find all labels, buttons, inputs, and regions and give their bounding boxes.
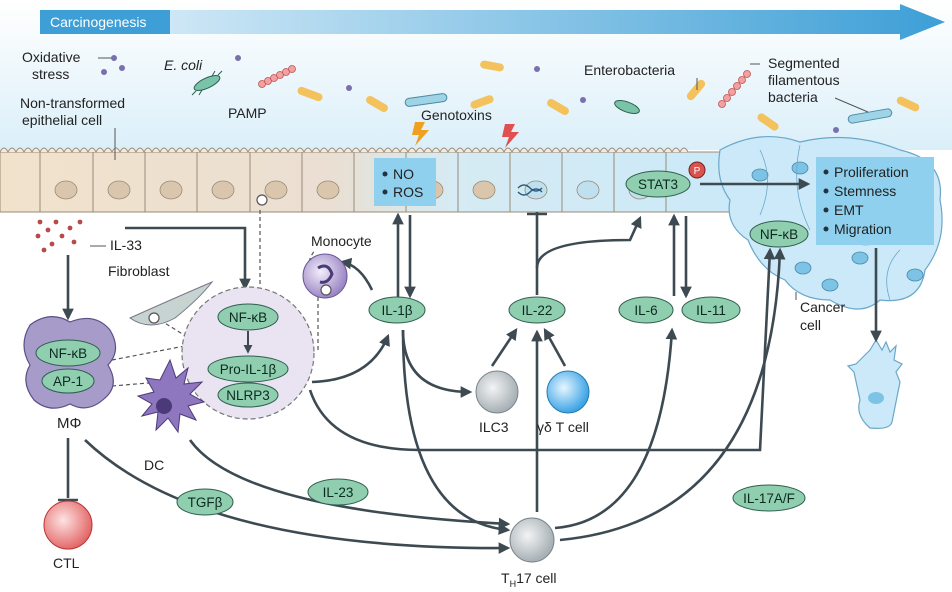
dna-damage-icon [517,184,543,196]
sfb-label: filamentous [768,72,840,88]
nfkb-cancer-node: NF-κB [749,220,809,248]
arrow-inflammasome-to-il1b [311,333,390,384]
arrow-il1b-to-th17 [401,329,511,535]
arrow-il22-to-stat3 [535,215,642,269]
rod-bacterium [297,60,920,131]
nfkb-inflammasome-label: NF-κB [229,310,267,325]
pamp-receptor [256,194,268,206]
genotoxins-label: Genotoxins [421,107,492,123]
outcome-item: EMT [834,202,864,218]
cancer-cell-label: Cancer [800,299,845,315]
il33-vesicles [35,219,83,253]
inflammasome-cell: NF-κB Pro-IL-1β NLRP3 [181,286,315,420]
stat3-label: STAT3 [638,177,678,192]
no-ros-item: NO [393,166,414,182]
cancer-cell-label: cell [800,317,821,333]
arrow-mphi-to-th17 [84,439,511,554]
labels: Oxidative stress E. coli Non-transformed… [20,49,869,589]
cytokine-pills: IL-1β IL-22 IL-6 IL-11 TGFβ IL-23 IL-17A… [176,296,806,516]
tgfb-label: TGFβ [188,495,223,510]
ros-dot [235,55,241,61]
migrating-cancer-cell [846,338,903,429]
non-transformed-label: Non-transformed [20,95,125,111]
ros-dot [101,69,107,75]
migrating-cell-nucleus [868,392,884,404]
il6-label: IL-6 [634,303,657,318]
fibroblast [128,280,214,326]
ilc3-label: ILC3 [479,419,509,435]
outcome-item: Proliferation [834,164,909,180]
il33-label: IL-33 [110,237,142,253]
ctl-cell [43,500,93,550]
enterobacteria-label: Enterobacteria [584,62,675,78]
nlrp3-label: NLRP3 [226,388,270,403]
ros-dot [346,85,352,91]
arrow-th17-to-il6 [554,327,678,530]
dash-mphi-inflammasome [111,344,191,361]
nfkb-mphi-label: NF-κB [49,346,87,361]
il11-label: IL-11 [696,303,726,318]
gd-t-cell-label: γδ T cell [537,419,589,435]
banner-label: Carcinogenesis [50,14,147,30]
e-coli-label: E. coli [164,57,203,73]
arrow-dc-to-th17 [188,439,511,530]
arrow-gdt-to-il22 [543,327,567,367]
oxidative-stress-label: stress [32,66,69,82]
carcinogenesis-banner: Carcinogenesis [40,4,945,40]
outcome-item: Stemness [834,183,896,199]
il1b-label: IL-1β [381,303,412,318]
ros-dot [580,97,586,103]
mphi-label: MΦ [57,415,81,432]
dash-fibroblast-inflammasome [159,319,201,346]
chain-bacterium [258,65,751,108]
gd-t-cell [546,370,590,414]
fibroblast-label: Fibroblast [108,263,170,279]
nfkb-cancer-label: NF-κB [760,227,798,242]
sfb-label: bacteria [768,89,818,105]
ros-dot [534,66,540,72]
connectors [58,178,882,554]
e-coli-bacterium [191,70,223,96]
pamp-label: PAMP [228,105,267,121]
genotoxin-bolt [502,124,519,148]
outcome-box: Proliferation Stemness EMT Migration [816,157,934,245]
ilc3-cell [475,370,519,414]
ctl-label: CTL [53,555,80,571]
arrow-il1b-to-monocyte [339,257,374,291]
phospho-label: P [694,166,701,177]
oxidative-stress-label: Oxidative [22,49,81,65]
arrow-pamp-to-nfkb [125,226,251,291]
ap1-label: AP-1 [53,374,83,389]
no-ros-item: ROS [393,184,423,200]
il22-label: IL-22 [522,303,553,318]
il23-label: IL-23 [323,485,354,500]
monocyte-label: Monocyte [311,233,372,249]
monocyte [302,253,348,299]
th17-cell [509,517,555,563]
th17-label: TH17 cell [501,570,557,589]
arrow-th17-to-nfkb-cancer [559,247,786,542]
ros-dot [119,65,125,71]
dendritic-cell [136,358,206,434]
segmented-filamentous-bacterium [404,93,893,124]
dc-label: DC [144,457,164,473]
arrow-ilc3-to-il22 [490,328,518,367]
phospho-badge [688,161,706,179]
microbes [101,55,920,148]
e-coli-bacterium [614,100,640,114]
stat3-node: STAT3 P [625,161,706,198]
arrow-il1b-to-ilc3 [401,329,473,398]
macrophage: NF-κB AP-1 [23,316,117,409]
ros-dot [833,127,839,133]
genotoxin-bolt [412,122,429,146]
outcome-item: Migration [834,221,892,237]
pro-il1b-label: Pro-IL-1β [220,362,277,377]
il17af-label: IL-17A/F [743,491,795,506]
no-ros-box: NO ROS [374,158,436,206]
epithelium [0,147,731,213]
sfb-label: Segmented [768,55,840,71]
non-transformed-label: epithelial cell [22,112,102,128]
